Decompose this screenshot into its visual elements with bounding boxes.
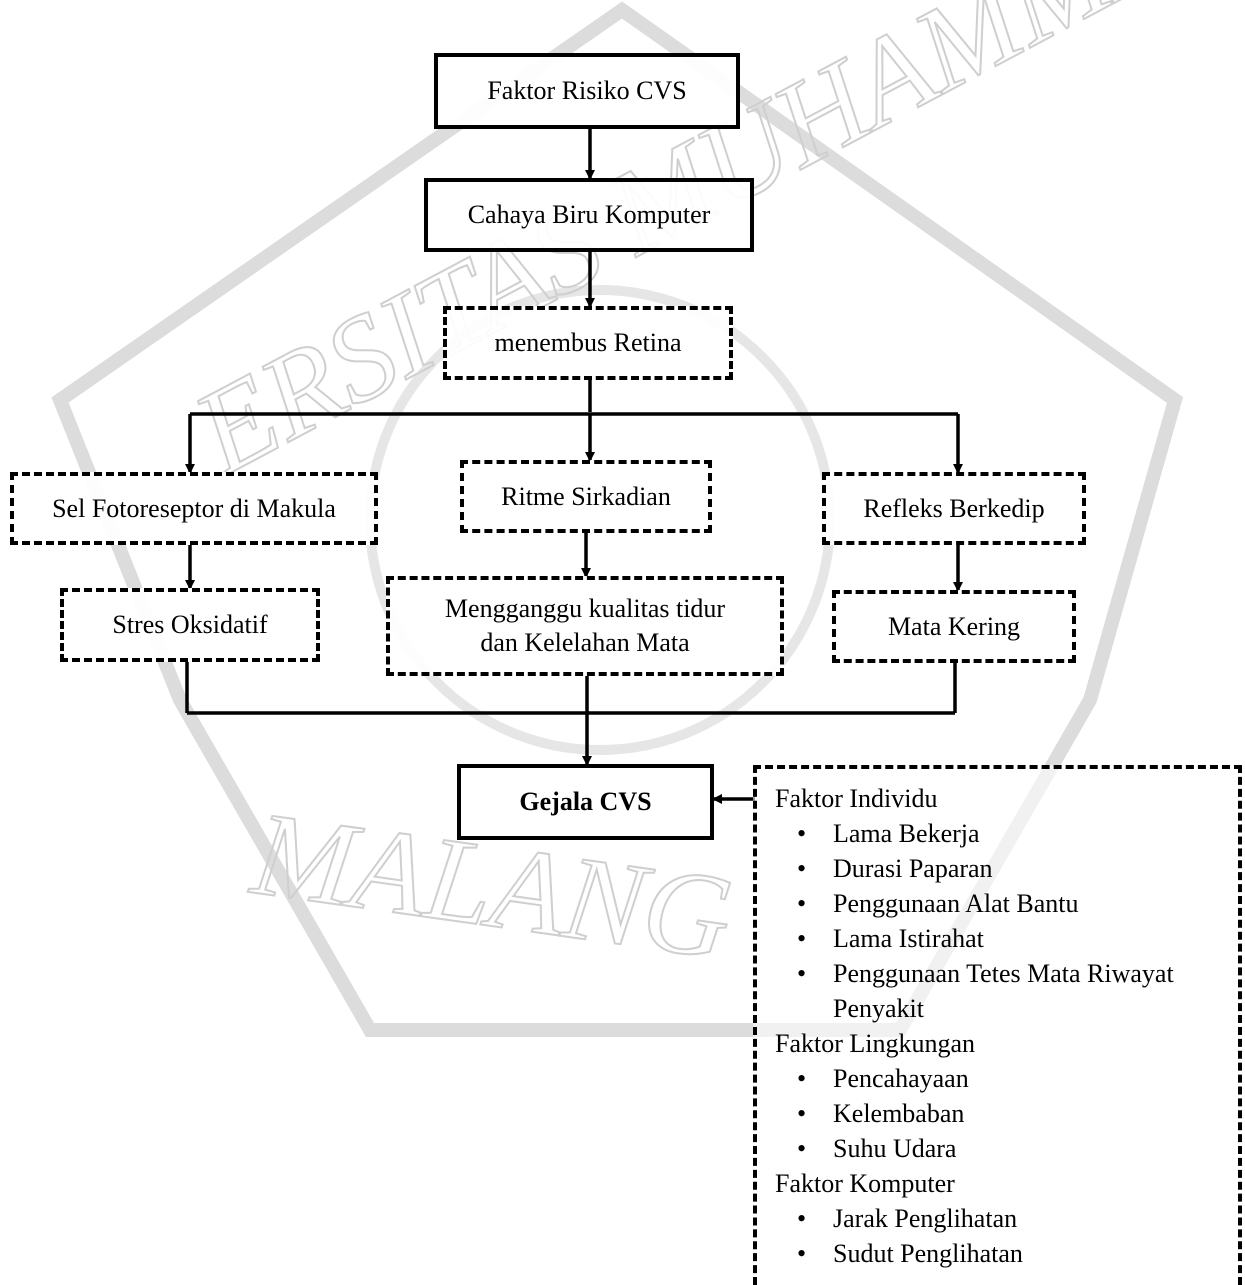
node-blue-light-label: Cahaya Biru Komputer: [467, 200, 711, 229]
list-item: Pencahayaan: [797, 1061, 1230, 1096]
factor-group-title: Faktor Komputer: [775, 1169, 955, 1198]
factor-group-title: Faktor Individu: [775, 784, 938, 813]
node-photoreceptor-label: Sel Fotoreseptor di Makula: [52, 493, 336, 523]
node-oxidative-stress-label: Stres Oksidatif: [112, 610, 268, 639]
list-item: Penggunaan Alat Bantu: [797, 886, 1230, 921]
factor-list: Lama Bekerja Durasi Paparan Penggunaan A…: [775, 816, 1230, 1026]
node-circadian-label: Ritme Sirkadian: [501, 481, 671, 511]
node-oxidative-stress: Stres Oksidatif: [60, 588, 320, 662]
node-photoreceptor: Sel Fotoreseptor di Makula: [10, 472, 378, 545]
list-item: Suhu Udara: [797, 1131, 1230, 1166]
node-risk-factors: Faktor Risiko CVS: [434, 53, 740, 129]
node-blink-reflex-label: Refleks Berkedip: [863, 493, 1045, 523]
node-blink-reflex: Refleks Berkedip: [822, 472, 1086, 545]
node-blue-light: Cahaya Biru Komputer: [424, 178, 754, 252]
node-cvs-symptoms-label: Gejala CVS: [519, 787, 652, 816]
list-item: Sudut Penglihatan: [797, 1236, 1230, 1271]
node-sleep-quality-line1: Mengganggu kualitas tidur: [444, 594, 726, 623]
node-retina-label: menembus Retina: [494, 328, 682, 357]
node-circadian: Ritme Sirkadian: [460, 460, 712, 533]
list-item: Lama Istirahat: [797, 921, 1230, 956]
factors-box: Faktor Individu Lama Bekerja Durasi Papa…: [753, 765, 1242, 1285]
node-dry-eye-label: Mata Kering: [887, 611, 1021, 641]
factor-list: Jarak Penglihatan Sudut Penglihatan: [775, 1201, 1230, 1271]
node-retina: menembus Retina: [443, 306, 733, 380]
list-item: Kelembaban: [797, 1096, 1230, 1131]
factor-list: Pencahayaan Kelembaban Suhu Udara: [775, 1061, 1230, 1166]
node-sleep-quality-line2: dan Kelelahan Mata: [480, 628, 690, 657]
node-dry-eye: Mata Kering: [832, 590, 1076, 663]
factor-group-title: Faktor Lingkungan: [775, 1029, 976, 1058]
node-sleep-quality: Mengganggu kualitas tidur dan Kelelahan …: [386, 576, 784, 676]
node-cvs-symptoms: Gejala CVS: [457, 764, 714, 840]
list-item: Jarak Penglihatan: [797, 1201, 1230, 1236]
list-item: Penggunaan Tetes Mata Riwayat Penyakit: [797, 956, 1230, 1026]
list-item: Durasi Paparan: [797, 851, 1230, 886]
node-risk-factors-label: Faktor Risiko CVS: [487, 76, 687, 105]
list-item: Lama Bekerja: [797, 816, 1230, 851]
